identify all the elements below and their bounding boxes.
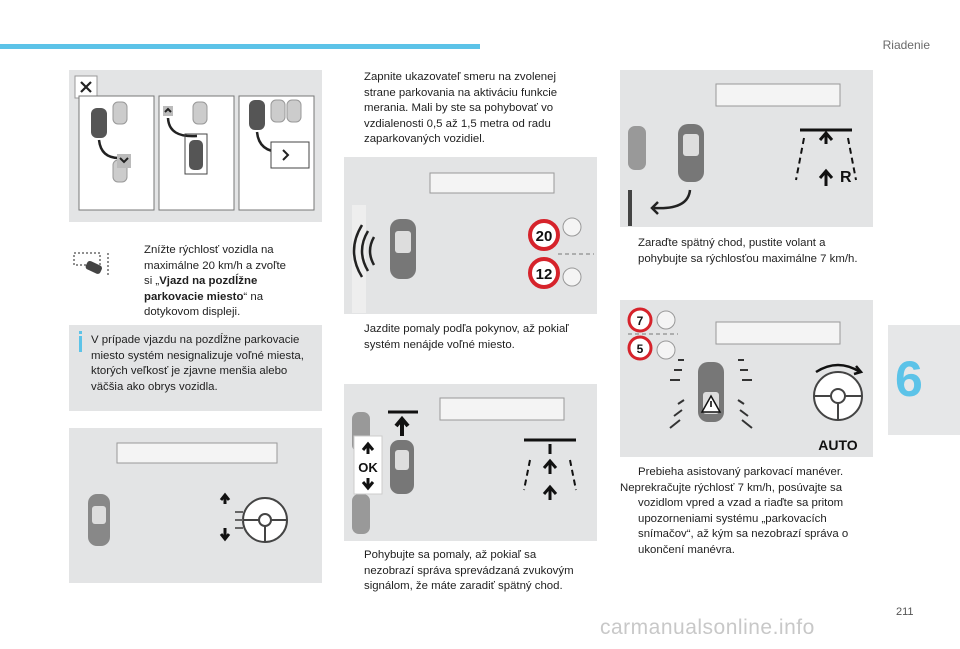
illustration-parking-spaces [69,70,322,222]
step-reduce-speed: Znížte rýchlosť vozidla na maximálne 20 … [144,243,319,321]
info-icon [79,331,82,334]
illustration-speed-limits: 20 12 [344,157,597,314]
illustration-space-found: OK [344,384,597,541]
text-line: upozorneniami systému „parkovacích [638,512,827,525]
speed-sign-12 [528,257,560,289]
text-line: V prípade vjazdu na pozdĺžne parkovacie [91,334,300,346]
text-line: strane parkovania na aktiváciu funkcie [364,86,558,99]
text-line: merania. Mali by ste sa pohybovať vo [364,102,554,114]
text-line: Znížte rýchlosť vozidla na [144,244,274,256]
text-line: dotykovom displeji. [144,306,241,318]
text-line: parkovacie miesto“ na [144,290,319,306]
text-line: si „Vjazd na pozdĺžne [144,274,319,290]
speed-sign-value: 7 [637,314,644,328]
parallel-parking-icon [72,247,114,281]
text-line: Neprekračujte rýchlosť 7 km/h, posúvajte… [620,481,843,494]
text-line: nezobrazí správa sprevádzaná zvukovým [364,564,574,577]
text-fragment: “ na [243,290,264,303]
speed-sign-20 [528,219,560,251]
text-fragment: si „ [144,275,160,287]
text-line: miesto systém nesignalizuje voľné miesta… [91,349,304,362]
watermark: carmanualsonline.info [600,616,815,639]
step-reverse-gear: Zaraďte spätný chod, pustite volant a po… [638,236,878,267]
reverse-gear-label: R [840,169,852,186]
text-line: Prebieha asistovaný parkovací manéver. [638,466,844,478]
speed-sign-value: 20 [536,228,553,245]
step-drive-slowly: Jazdite pomaly podľa pokynov, až pokiaľ … [364,322,594,353]
text-line: Zapnite ukazovateľ smeru na zvolenej [364,71,557,83]
illustration-auto-steering: 7 5 AUTO [620,300,873,457]
chapter-number: 6 [895,351,923,407]
header-accent-bar [0,44,480,49]
close-icon [80,81,92,93]
step-turn-signal: Zapnite ukazovateľ smeru na zvolenej str… [364,70,594,148]
text-line: maximálne 20 km/h a zvoľte [144,259,286,272]
text-line: pohybujte sa rýchlosťou maximálne 7 km/h… [638,252,858,265]
text-line: väčšia ako obrys vozidla. [91,380,218,393]
text-line: Zaraďte spätný chod, pustite volant a [638,237,826,249]
text-line: Pohybujte sa pomaly, až pokiaľ sa [364,549,537,561]
text-line: ktorých veľkosť je zjavne menšia alebo [91,365,288,377]
text-line: ukončení manévra. [638,543,735,556]
text-line: zaparkovaných vozidiel. [364,133,485,145]
text-line: snímačov“, až kým sa nezobrazí správa o [638,528,849,540]
info-icon-bar [79,336,82,352]
step-move-slowly: Pohybujte sa pomaly, až pokiaľ sa nezobr… [364,548,594,595]
illustration-reverse-gear: R [620,70,873,227]
section-title: Riadenie [882,38,930,52]
text-fragment-bold: Vjazd na pozdĺžne [159,275,258,287]
info-note-text: V prípade vjazdu na pozdĺžne parkovacie … [91,333,319,395]
text-line: systém nenájde voľné miesto. [364,338,515,351]
page-number: 211 [896,606,914,618]
illustration-steering-instructions [69,428,322,583]
speed-sign-value: 12 [536,266,553,283]
chapter-tab [888,325,960,435]
info-note [69,325,322,411]
text-line: vozidlom vpred a vzad a riaďte sa pritom [638,497,844,509]
auto-label: AUTO [818,437,858,453]
speed-sign-value: 5 [637,342,644,356]
text-line: Jazdite pomaly podľa pokynov, až pokiaľ [364,323,569,335]
ok-label: OK [358,460,378,475]
text-fragment-bold: parkovacie miesto [144,290,244,303]
text-line: signálom, že máte zaradiť spätný chod. [364,580,563,592]
step-assisted-manoeuvre: Prebieha asistovaný parkovací manéver. N… [620,465,878,558]
text-line: vzdialenosti 0,5 až 1,5 metra od radu [364,117,551,130]
